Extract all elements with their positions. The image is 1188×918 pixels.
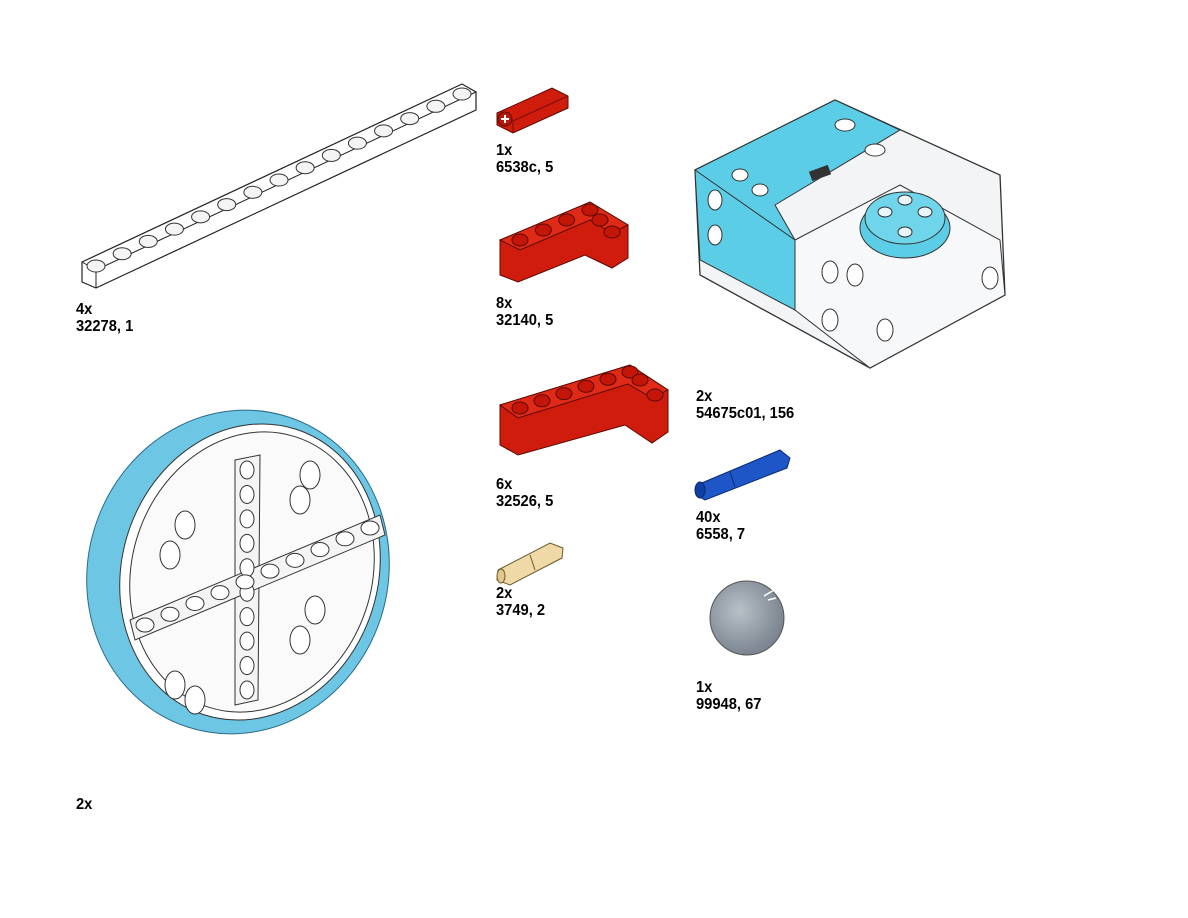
hole — [269, 173, 289, 187]
axle-connector-part-image — [496, 87, 569, 134]
part-label-54675c01: 2x 54675c01, 156 — [696, 388, 794, 422]
hole — [581, 203, 599, 217]
part-qty: 1x — [496, 142, 513, 159]
part-label-32278: 4x 32278, 1 — [76, 301, 133, 335]
hole — [426, 99, 446, 113]
part-id: 3749, 2 — [496, 602, 546, 619]
hole — [191, 210, 211, 224]
hole — [239, 533, 255, 553]
hole — [555, 387, 573, 401]
hole — [239, 607, 255, 627]
hole — [185, 595, 205, 611]
part-id: 6538c, 5 — [496, 159, 554, 176]
hole — [235, 574, 255, 590]
hole — [400, 112, 420, 126]
part-label-32140: 8x 32140, 5 — [496, 295, 553, 329]
hole — [160, 606, 180, 622]
hole — [577, 379, 595, 393]
part-qty: 2x — [496, 585, 513, 602]
hole — [347, 136, 367, 150]
hole — [631, 373, 649, 387]
hole — [646, 388, 664, 402]
hole — [534, 223, 552, 237]
hole — [511, 233, 529, 247]
part-label-3749: 2x 3749, 2 — [496, 585, 545, 619]
l-beam-32526-part-image — [498, 364, 669, 456]
hole — [533, 394, 551, 408]
part-qty: 1x — [696, 679, 713, 696]
part-label-6538c: 1x 6538c, 5 — [496, 142, 553, 176]
part-label-99948: 1x 99948, 67 — [696, 679, 761, 713]
hole — [138, 234, 158, 248]
hole — [86, 259, 106, 273]
tan-axle-pin-part-image — [496, 542, 564, 586]
part-qty: 6x — [496, 476, 513, 493]
part-id: 32526, 5 — [496, 493, 554, 510]
hole — [260, 563, 280, 579]
part-id: 99948, 67 — [696, 696, 762, 713]
blue-pin-part-image — [694, 449, 791, 501]
hole — [135, 617, 155, 633]
part-qty: 8x — [496, 295, 513, 312]
part-id: 32278, 1 — [76, 318, 134, 335]
part-qty: 2x — [696, 388, 713, 405]
hole — [164, 222, 184, 236]
part-qty: 40x — [696, 509, 721, 526]
hole — [321, 148, 341, 162]
hole — [239, 509, 255, 529]
part-label-32526: 6x 32526, 5 — [496, 476, 553, 510]
hole — [210, 585, 230, 601]
hole — [239, 484, 255, 504]
hole — [511, 401, 529, 415]
hole — [217, 198, 237, 212]
hole — [603, 225, 621, 239]
hole — [599, 372, 617, 386]
part-label-wheel: 2x — [76, 796, 92, 813]
hole — [239, 656, 255, 676]
ball-part-image — [709, 580, 785, 656]
hole — [621, 365, 639, 379]
hole — [243, 185, 263, 199]
hole — [374, 124, 394, 138]
part-qty: 2x — [76, 796, 93, 813]
hole — [295, 161, 315, 175]
motor-part-image — [694, 99, 1006, 369]
part-id: 54675c01, 156 — [696, 405, 795, 422]
hole — [310, 542, 330, 558]
l-beam-32140-part-image — [498, 201, 630, 283]
hole — [239, 460, 255, 480]
hole — [239, 558, 255, 578]
hole — [239, 631, 255, 651]
part-label-6558: 40x 6558, 7 — [696, 509, 745, 543]
part-id: 6558, 7 — [696, 526, 746, 543]
hole — [112, 247, 132, 261]
hole — [335, 531, 355, 547]
hole — [558, 213, 576, 227]
part-qty: 4x — [76, 301, 93, 318]
hole — [452, 87, 472, 101]
hole — [285, 552, 305, 568]
hole — [591, 213, 609, 227]
part-id: 32140, 5 — [496, 312, 554, 329]
hole — [239, 680, 255, 700]
wheel-part-image — [86, 409, 390, 735]
hole — [360, 520, 380, 536]
